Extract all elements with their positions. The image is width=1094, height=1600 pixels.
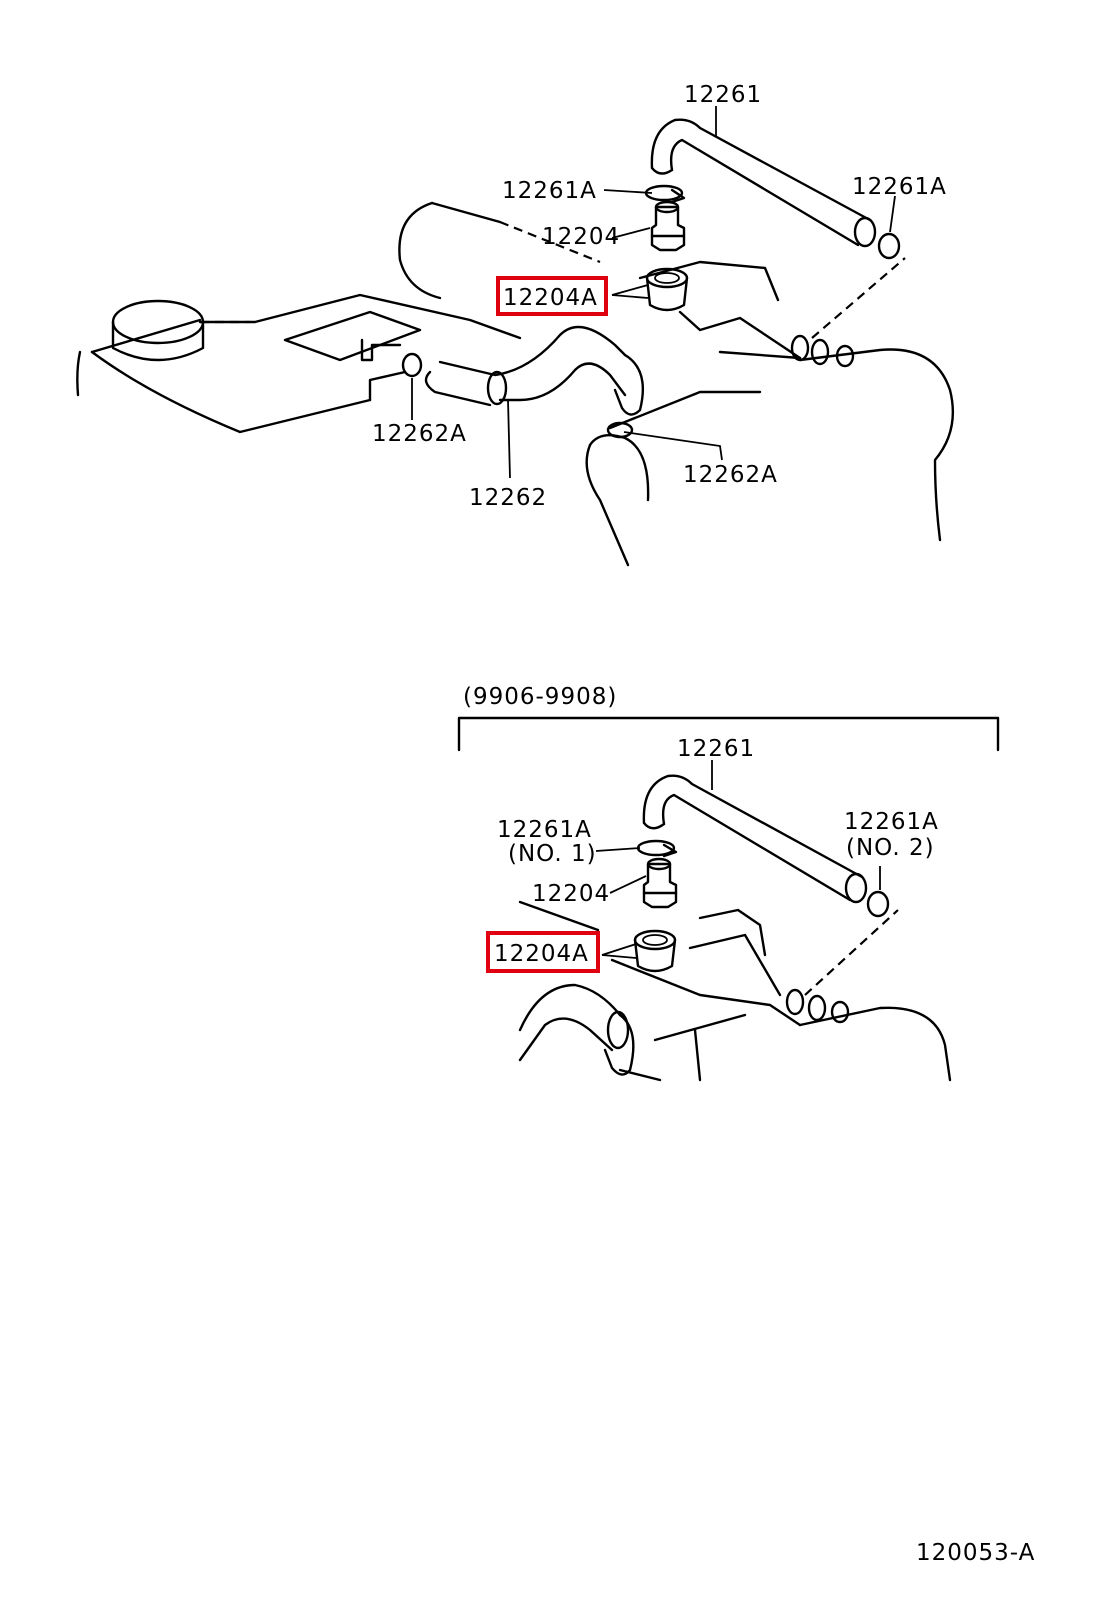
engine-outline-bottom: [518, 900, 952, 1082]
label-12261a-no1: 12261A: [497, 817, 592, 843]
label-12262: 12262: [469, 485, 547, 511]
figure-id: 120053-A: [916, 1540, 1035, 1566]
range-bracket: [457, 716, 1000, 752]
label-12261-bottom: 12261: [677, 736, 755, 762]
highlight-box-12204a-bottom: [486, 931, 600, 973]
grommet-12204a-bottom: [633, 929, 677, 973]
label-12261a-left-top: 12261A: [502, 178, 597, 204]
label-12262a-left: 12262A: [372, 421, 467, 447]
bottom-diagram: (9906-9908): [457, 684, 1000, 1082]
clamp-12261a-right: [877, 232, 901, 260]
clamp-12262a-left: [401, 352, 423, 378]
label-12262a-right: 12262A: [683, 462, 778, 488]
throttle-body: [585, 257, 954, 567]
label-12204-top: 12204: [542, 224, 620, 250]
label-12204a-top: 12204A: [503, 285, 598, 311]
clamp-12262a-right: [606, 421, 634, 439]
leader-lines-bottom: [595, 760, 881, 959]
label-12261a-no2: 12261A: [844, 809, 939, 835]
label-no1-note: (NO. 1): [508, 841, 597, 867]
label-no2-note: (NO. 2): [846, 835, 935, 861]
label-12261-top: 12261: [684, 82, 762, 108]
label-12204-bottom: 12204: [532, 881, 610, 907]
label-12261a-right-top: 12261A: [852, 174, 947, 200]
engine-cover-outline: [76, 293, 522, 434]
pcv-valve-12204-bottom: [642, 857, 678, 909]
clamp-12261a-no2: [866, 890, 890, 918]
pcv-valve-12204: [650, 200, 686, 252]
grommet-12204a: [645, 267, 689, 312]
top-diagram: 12261 12261A 12261A 12204 12204A 12262A …: [76, 82, 954, 567]
hose-stub-bottom: [518, 983, 635, 1076]
label-12204a-bottom: 12204A: [494, 941, 589, 967]
hose-12261: [650, 118, 877, 248]
label-date-range: (9906-9908): [463, 684, 617, 710]
hose-12261-bottom: [642, 774, 868, 904]
hose-12262: [401, 325, 644, 439]
highlight-box-12204a-top: [496, 276, 608, 316]
leader-lines-top: [411, 106, 896, 479]
